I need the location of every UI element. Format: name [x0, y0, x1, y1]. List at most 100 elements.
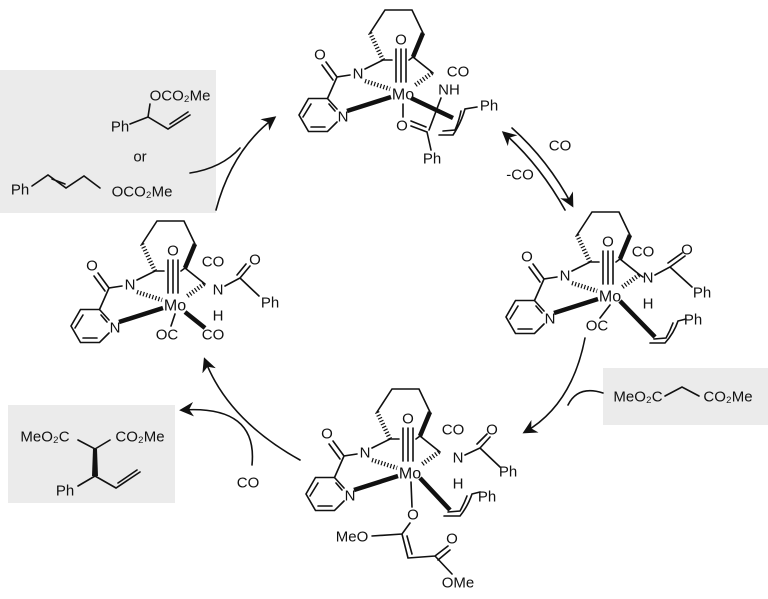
co-o-label: O — [602, 234, 614, 251]
arrow-malonate-entry — [567, 389, 604, 406]
co-triple-bond — [602, 250, 614, 285]
ligand-bonds-0 — [599, 252, 693, 319]
hashed-c-mo-bond — [619, 273, 641, 290]
ligand-label-6: CO — [202, 327, 225, 344]
arrow-substrate-entry — [189, 147, 241, 174]
co-forward-label: CO — [549, 138, 572, 155]
hashed-n-mo-bond — [371, 457, 398, 471]
co-o-label: O — [395, 32, 407, 49]
ligand-label-5: OC — [586, 318, 609, 335]
carbonyl-o-label: O — [521, 249, 533, 266]
wedged-ring-bond — [410, 32, 426, 58]
co-bottom-label: CO — [237, 475, 260, 492]
wedged-mo-pyridine-bond — [118, 305, 164, 325]
ligand-label-0: CO — [202, 254, 225, 271]
pyridine-n-label: N — [345, 488, 356, 505]
arrow-nucleophile-attack — [522, 337, 586, 434]
pyridine-n-label: N — [545, 311, 556, 328]
ligand-bonds-1 — [410, 95, 454, 121]
ligand-bonds-2 — [438, 106, 478, 136]
branched-ph-label: Ph — [111, 119, 129, 136]
wedged-ring-bond — [182, 243, 198, 269]
ligand-label-2: O — [396, 118, 408, 135]
ligand-label-2: H — [643, 296, 654, 313]
ligand-label-1: N — [643, 270, 654, 287]
ligand-label-1: N — [453, 450, 464, 467]
pyridine-ring — [70, 308, 110, 344]
product-wedge-bond — [92, 449, 98, 476]
substrate-box: OCO₂Me Ph or Ph OCO₂Me — [0, 70, 216, 213]
co-o-label: O — [402, 411, 414, 428]
ligand-bonds-0 — [170, 263, 260, 327]
ligand-label-4: Ph — [261, 295, 279, 312]
arrow-product-exit — [179, 402, 254, 466]
ligand-label-1: N — [213, 282, 224, 299]
pyridine-n-label: N — [338, 109, 349, 126]
carbonyl-o-label: O — [321, 426, 333, 443]
ligand-label-0: CO — [632, 244, 655, 261]
molybdenum-label: Mo — [399, 466, 421, 483]
hashed-c-mo-bond — [419, 450, 441, 467]
amide-n-label: N — [353, 66, 364, 83]
malonate-left-label: MeO₂C — [613, 389, 662, 406]
linear-carbonate-bonds — [31, 174, 101, 189]
co-triple-bond — [167, 259, 179, 294]
arrow-co-gain-reverse — [501, 131, 566, 211]
ligand-label-4: Ph — [423, 151, 441, 168]
ligand-label-8: O — [446, 531, 458, 548]
co-triple-bond — [395, 48, 407, 83]
molybdenum-label: Mo — [392, 87, 414, 104]
wedged-ring-bond — [417, 411, 433, 437]
cycle-arrows: CO -CO CO — [179, 116, 604, 492]
amide-n-label: N — [360, 445, 371, 462]
wedged-mo-pyridine-bond — [553, 296, 599, 316]
co-reverse-label: -CO — [506, 167, 534, 184]
amide-n-label: N — [125, 277, 136, 294]
ligand-label-4: Ph — [693, 285, 711, 302]
ligand-label-0: CO — [442, 422, 465, 439]
hashed-n-mo-bond — [571, 280, 598, 294]
carbonyl-o-label: O — [86, 258, 98, 275]
ligand-label-5: OC — [156, 327, 179, 344]
ligand-label-0: CO — [447, 64, 470, 81]
picolinamide-bonds — [321, 61, 351, 100]
ligand-label-6: Ph — [684, 312, 702, 329]
hashed-ring-bond — [374, 411, 393, 440]
wedged-ring-bond — [617, 234, 633, 260]
pyridine-ring — [298, 97, 338, 133]
wedged-mo-pyridine-bond — [346, 94, 392, 114]
hashed-ring-bond — [139, 243, 158, 272]
wedged-mo-pyridine-bond — [353, 473, 399, 493]
product-box-bg — [8, 405, 175, 503]
linear-ph-label: Ph — [11, 182, 29, 199]
product-box: MeO₂C CO₂Me Ph — [8, 405, 175, 503]
picolinamide-bonds — [528, 263, 558, 302]
malonate-box: MeO₂C CO₂Me — [603, 368, 768, 425]
product-left-ester-label: MeO₂C — [20, 429, 69, 446]
product-right-ester-label: CO₂Me — [115, 429, 164, 446]
ligand-label-9: OMe — [442, 575, 475, 592]
ligand-label-3: Ph — [480, 98, 498, 115]
product-ph-label: Ph — [56, 483, 74, 500]
linear-oco2me-label: OCO₂Me — [112, 184, 173, 201]
ligand-bonds-1 — [183, 310, 207, 330]
co-o-label: O — [167, 243, 179, 260]
hashed-c-mo-bond — [412, 71, 434, 88]
malonate-bonds — [664, 386, 700, 397]
pyridine-ring — [505, 299, 545, 335]
ligand-label-3: O — [249, 252, 261, 269]
malonate-box-bg — [603, 368, 768, 425]
or-label: or — [133, 149, 146, 166]
pyridine-n-label: N — [110, 320, 121, 337]
ligand-label-2: H — [453, 476, 464, 493]
ligand-label-5: Ph — [478, 489, 496, 506]
ligand-label-2: H — [213, 308, 224, 325]
co-triple-bond — [402, 427, 414, 462]
hashed-c-mo-bond — [184, 282, 206, 299]
molybdenum-label: Mo — [164, 298, 186, 315]
malonate-right-label: CO₂Me — [703, 389, 752, 406]
hashed-ring-bond — [574, 234, 593, 263]
